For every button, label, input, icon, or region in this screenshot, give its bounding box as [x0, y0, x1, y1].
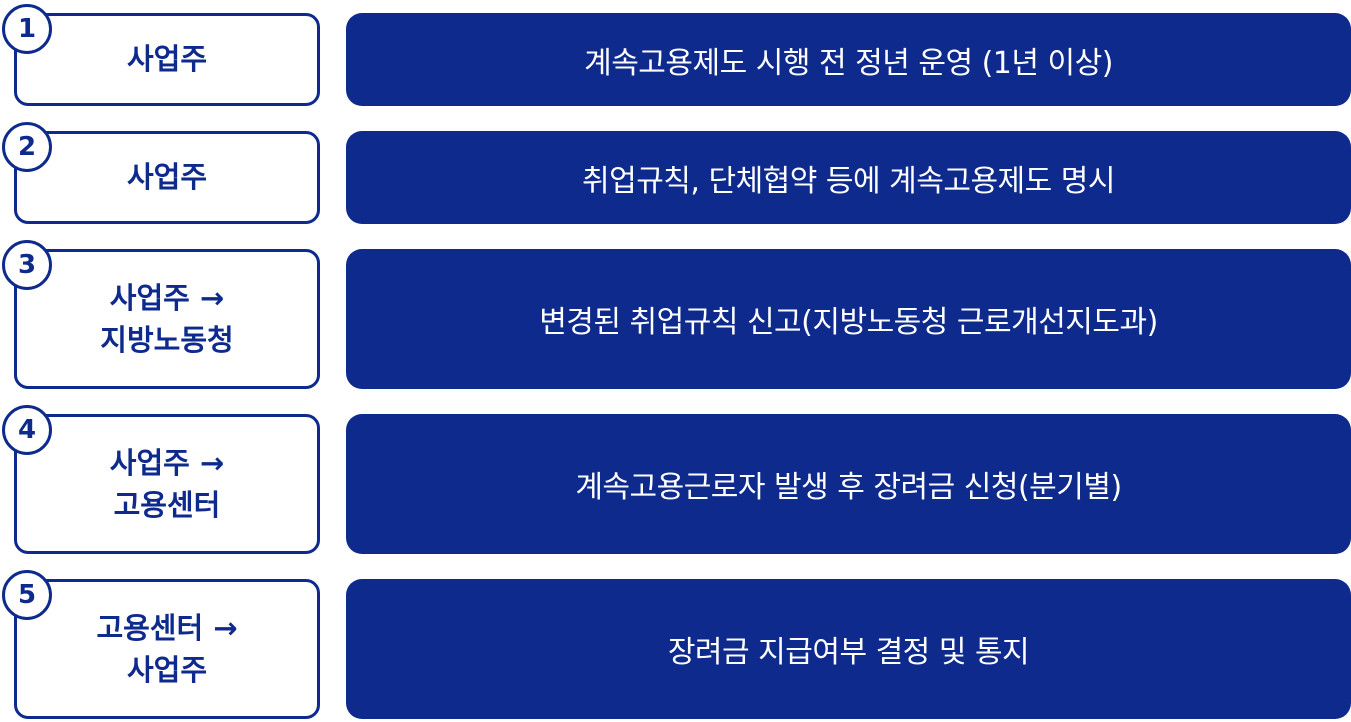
step-actor-line: 사업주: [126, 653, 208, 687]
step-row-3: 3 사업주 → 지방노동청 변경된 취업규칙 신고(지방노동청 근로개선지도과): [2, 240, 1351, 389]
step-actor-line: 사업주 →: [109, 445, 225, 480]
step-action-text: 변경된 취업규칙 신고(지방노동청 근로개선지도과): [539, 305, 1158, 340]
step-actor-line: 사업주 →: [109, 280, 225, 315]
step-action-text: 계속고용제도 시행 전 정년 운영 (1년 이상): [584, 45, 1113, 81]
step-number-badge: 1: [2, 4, 52, 54]
step-action-text: 취업규칙, 단체협약 등에 계속고용제도 명시: [582, 163, 1115, 199]
step-action-box: 계속고용제도 시행 전 정년 운영 (1년 이상): [346, 13, 1351, 106]
step-number-badge: 4: [2, 405, 52, 455]
step-actor-line: 지방노동청: [100, 323, 234, 357]
step-actor-line: 고용센터 →: [96, 610, 238, 645]
step-row-1: 1 사업주 계속고용제도 시행 전 정년 운영 (1년 이상): [0, 0, 1351, 110]
step-action-box: 변경된 취업규칙 신고(지방노동청 근로개선지도과): [346, 249, 1351, 389]
step-number-badge: 2: [2, 122, 52, 172]
step-actor-line: 사업주: [126, 42, 208, 77]
step-action-text: 장려금 지급여부 결정 및 통지: [667, 635, 1030, 670]
step-row-4: 4 사업주 → 고용센터 계속고용근로자 발생 후 장려금 신청(분기별): [2, 405, 1351, 554]
step-action-box: 계속고용근로자 발생 후 장려금 신청(분기별): [346, 414, 1351, 554]
step-actor-box: 사업주: [14, 13, 320, 106]
step-actor-box: 사업주: [14, 131, 320, 224]
step-number-badge: 5: [2, 570, 52, 620]
step-action-box: 취업규칙, 단체협약 등에 계속고용제도 명시: [346, 131, 1351, 224]
step-action-text: 계속고용근로자 발생 후 장려금 신청(분기별): [575, 470, 1122, 505]
step-actor-line: 고용센터: [113, 488, 221, 522]
step-action-box: 장려금 지급여부 결정 및 통지: [346, 579, 1351, 719]
step-row-2: 2 사업주 취업규칙, 단체협약 등에 계속고용제도 명시: [0, 0, 1351, 230]
step-number-badge: 3: [2, 240, 52, 290]
step-actor-line: 사업주: [126, 160, 208, 195]
step-actor-box: 사업주 → 고용센터: [14, 414, 320, 554]
step-actor-box: 사업주 → 지방노동청: [14, 249, 320, 389]
step-actor-box: 고용센터 → 사업주: [14, 579, 320, 719]
